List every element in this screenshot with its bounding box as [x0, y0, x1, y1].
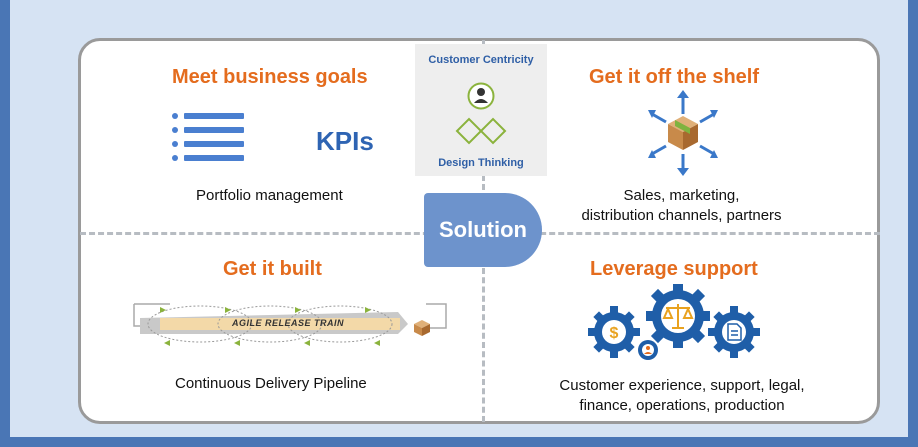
caption-continuous-delivery: Continuous Delivery Pipeline	[175, 375, 367, 392]
heading-get-it-built: Get it built	[223, 258, 322, 280]
agile-release-train-icon	[133, 303, 447, 346]
vertical-divider-bottom	[482, 268, 485, 422]
caption-sales-line1: Sales, marketing,	[623, 187, 740, 204]
heading-leverage-support: Leverage support	[590, 258, 758, 280]
solution-badge: Solution	[424, 193, 542, 267]
caption-sales-line2: distribution channels, partners	[581, 207, 782, 224]
box-arrows-icon	[648, 90, 718, 176]
person-icon	[467, 82, 495, 110]
heading-meet-business-goals: Meet business goals	[172, 66, 368, 88]
design-thinking-label: Design Thinking	[438, 157, 524, 169]
caption-portfolio-management: Portfolio management	[196, 187, 343, 204]
heading-get-it-off-the-shelf: Get it off the shelf	[589, 66, 759, 88]
list-icon	[172, 113, 244, 161]
diamonds-icon	[455, 117, 507, 145]
solution-label: Solution	[439, 217, 527, 242]
svg-text:$: $	[610, 325, 619, 342]
customer-centricity-label: Customer Centricity	[428, 54, 534, 66]
caption-support-line1: Customer experience, support, legal,	[559, 377, 805, 394]
caption-support-line2: finance, operations, production	[579, 397, 785, 414]
customer-centricity-box: Customer Centricity Design Thinking	[415, 44, 547, 176]
kpis-label: KPIs	[316, 126, 374, 156]
gears-icon: $	[588, 284, 760, 360]
agile-release-train-label: AGILE RELEASE TRAIN	[232, 318, 345, 328]
